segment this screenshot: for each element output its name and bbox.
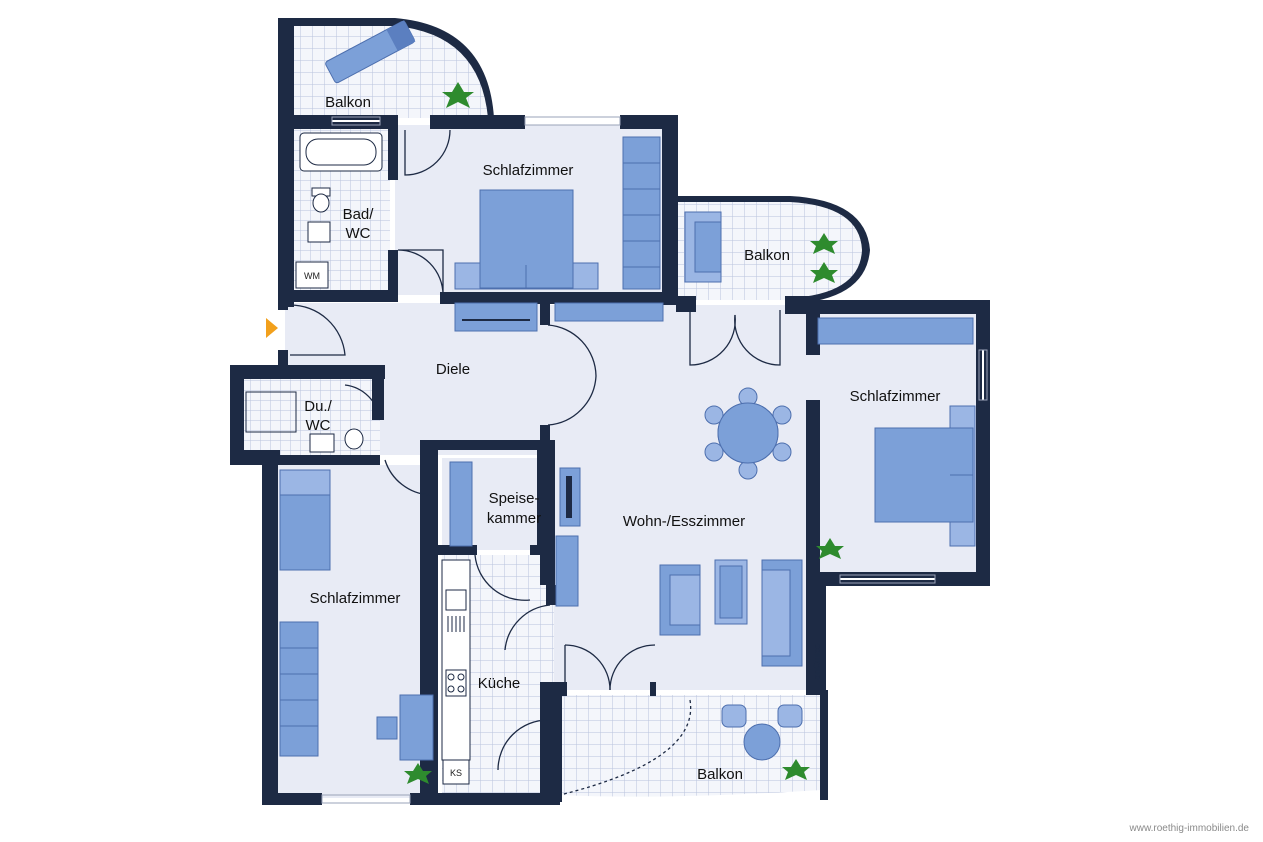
label-schlafzimmer-top: Schlafzimmer — [483, 162, 574, 179]
onoffice-logo: onOffice — [812, 643, 822, 680]
plant-icon — [782, 759, 810, 780]
double-bed-icon — [454, 189, 599, 290]
plant-icon — [404, 763, 432, 784]
diele-cabinet-2 — [554, 302, 664, 322]
single-bed-icon — [279, 469, 331, 571]
label-bad-2: WC — [346, 225, 371, 242]
room-labels: Balkon Schlafzimmer Bad/ WC Balkon Diele… — [304, 94, 940, 783]
sun-lounger-icon — [325, 20, 416, 84]
plant-icon — [442, 82, 474, 108]
plant-icon — [810, 233, 838, 254]
plant-icon — [816, 538, 844, 559]
plants — [404, 82, 844, 784]
label-schlafzimmer-left: Schlafzimmer — [310, 590, 401, 607]
label-balkon-right: Balkon — [744, 247, 790, 264]
toilet-icon — [311, 187, 331, 213]
desk-icon — [376, 694, 434, 761]
diele-cabinet — [454, 302, 538, 332]
label-balkon-bottom: Balkon — [697, 766, 743, 783]
sofa-set-icon — [659, 559, 803, 667]
label-diele: Diele — [436, 361, 470, 378]
label-balkon-top: Balkon — [325, 94, 371, 111]
label-wohn-esszimmer: Wohn-/Esszimmer — [623, 513, 745, 530]
shower-icon — [245, 391, 297, 433]
windows — [322, 120, 984, 800]
washing-machine-box — [295, 261, 329, 289]
label-bad-1: Bad/ — [343, 206, 375, 223]
balcony-armchair-icon — [684, 211, 722, 283]
balcony-table-icon — [721, 704, 803, 761]
double-bed-right-icon — [874, 405, 976, 547]
wardrobe-icon — [622, 136, 661, 290]
window-frames — [321, 116, 988, 804]
label-du-2: WC — [306, 417, 331, 434]
du-toilet-icon — [344, 428, 364, 450]
label-ks: KS — [450, 768, 462, 778]
pantry-shelf — [449, 461, 473, 547]
sideboard — [555, 535, 579, 607]
du-sink-icon — [309, 433, 335, 453]
balkon-bottom-floor — [560, 695, 822, 797]
balkon-top-floor — [285, 20, 490, 118]
label-du-1: Du./ — [304, 398, 332, 415]
label-kueche: Küche — [478, 675, 521, 692]
bathtub-icon — [299, 132, 383, 172]
label-wm: WM — [304, 271, 320, 281]
entrance-arrow-icon — [266, 318, 278, 338]
sink-icon — [307, 221, 331, 243]
kitchen-counter-icon — [441, 559, 471, 785]
dining-table-icon — [704, 387, 792, 480]
plant-icon — [810, 262, 838, 283]
furniture — [245, 20, 976, 785]
doors — [289, 129, 781, 796]
walls — [230, 18, 990, 805]
label-speise-1: Speise- — [489, 490, 540, 507]
label-schlafzimmer-right: Schlafzimmer — [850, 388, 941, 405]
wardrobe-right-icon — [817, 317, 974, 345]
watermark: www.roethig-immobilien.de — [1129, 823, 1250, 834]
label-speise-2: kammer — [487, 510, 541, 527]
wardrobe-left-icon — [279, 621, 319, 757]
